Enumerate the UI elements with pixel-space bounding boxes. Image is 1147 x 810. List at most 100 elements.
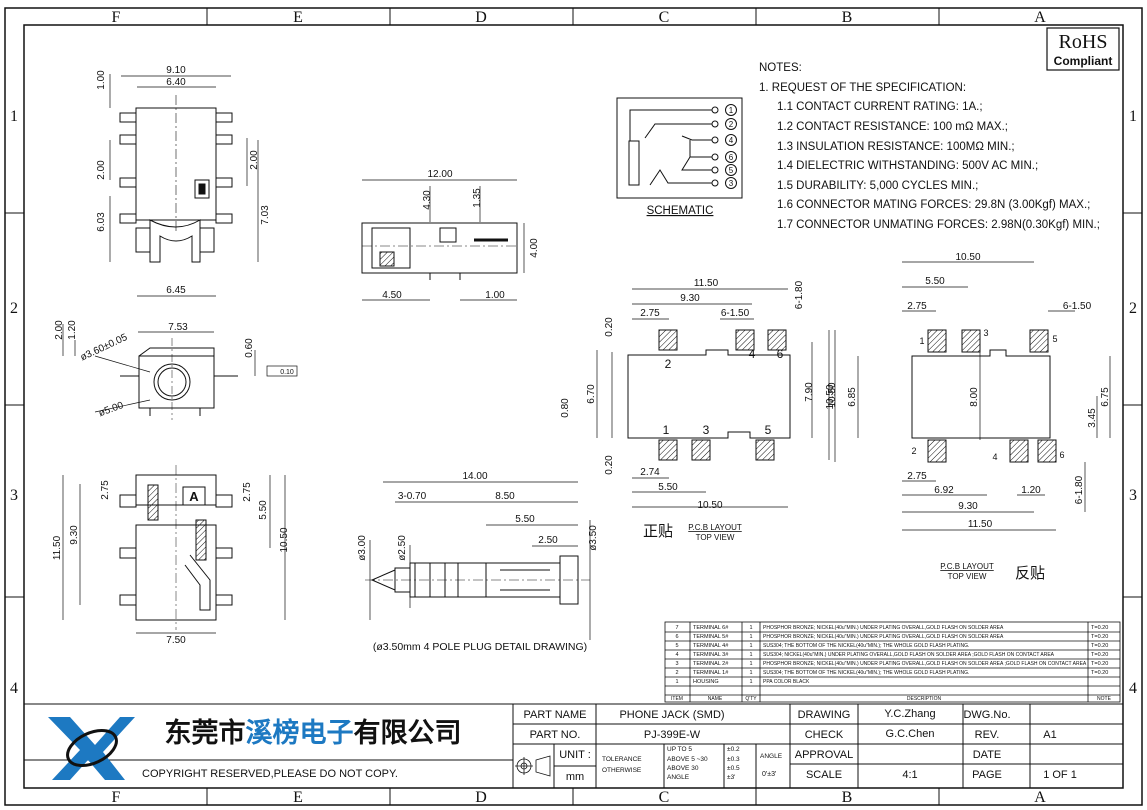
col-label-bottom: E: [293, 789, 303, 806]
schematic-pin: 5: [729, 166, 734, 175]
otherwise-label: OTHERWISE: [602, 767, 642, 774]
dim-label: 0.20: [604, 317, 615, 337]
dim-label: 6.45: [166, 285, 186, 296]
row-label-right: 3: [1129, 487, 1137, 504]
pcb-front-title: P.C.B LAYOUT: [688, 523, 742, 532]
bom-cell: SUS304; THE BOTTOM OF THE NICKEL(40u"MIN…: [763, 670, 969, 676]
bom-table: [664, 621, 1121, 703]
front-view-dim-lines: [62, 324, 298, 413]
dim-label: 8.50: [495, 491, 515, 502]
dim-label: ø2.50: [397, 535, 408, 561]
dim-label: 2.75: [242, 482, 253, 502]
schematic-label: SCHEMATIC: [647, 205, 714, 217]
dim-label: 10.50: [697, 500, 722, 511]
page-value: 1 OF 1: [1043, 769, 1077, 781]
tolerance-range: ANGLE: [667, 774, 690, 781]
bom-cell: TERMINAL 6#: [693, 625, 729, 631]
plug-caption: (ø3.50mm 4 POLE PLUG DETAIL DRAWING): [373, 641, 587, 653]
col-label-top: C: [659, 9, 670, 26]
dim-label: 5.50: [658, 482, 678, 493]
pcb-back-pads: 1 3 5 2 4 6: [911, 328, 1064, 462]
dim-label: 9.30: [958, 501, 978, 512]
bom-cell: T=0.20: [1091, 670, 1108, 676]
schematic: [616, 97, 743, 199]
col-label-bottom: C: [659, 789, 670, 806]
dim-label: 1.20: [67, 320, 78, 340]
bom-rows: 7 TERMINAL 6# 1 PHOSPHOR BRONZE; NICKEL(40u…: [671, 625, 1112, 702]
pad-label: 4: [749, 347, 756, 361]
bottom-view-dims: 2.75 2.75 5.50 11.50 9.30 10.50 7.50: [52, 480, 290, 646]
bom-cell: SUS304; THE BOTTOM OF THE NICKEL(40u"MIN…: [763, 643, 969, 649]
side-view-dim-lines: [362, 179, 525, 301]
bottom-view: [119, 465, 233, 630]
bom-cell: PHOSPHOR BRONZE; NICKEL(40u"MIN.) UNDER …: [763, 625, 1004, 631]
dim-label: 2.75: [100, 480, 111, 500]
dim-label: 9.30: [680, 293, 700, 304]
bom-header: NAME: [708, 696, 723, 702]
dim-label: 11.50: [52, 535, 63, 560]
dim-label: 6.75: [1100, 387, 1111, 407]
dim-label: 1.35: [472, 188, 483, 208]
bom-cell: T=0.20: [1091, 625, 1108, 631]
bom-cell: T=0.20: [1091, 652, 1108, 658]
approval-label: APPROVAL: [795, 749, 854, 761]
bom-header: ITEM: [671, 696, 683, 702]
schematic-pin: 2: [729, 120, 734, 129]
col-label-bottom: A: [1034, 789, 1046, 806]
note-item: 1.1 CONTACT CURRENT RATING: 1A.;: [777, 101, 983, 113]
rohs-subtitle: Compliant: [1054, 54, 1113, 68]
note-item: 1.4 DIELECTRIC WITHSTANDING: 500V AC MIN…: [777, 160, 1038, 172]
notes-block: NOTES: 1. REQUEST OF THE SPECIFICATION: …: [759, 62, 1100, 231]
plug-drawing: [365, 555, 590, 605]
plug-dims: 14.00 3-0.70 8.50 5.50 2.50 ø3.00 ø2.50 …: [357, 471, 599, 561]
note-item: 1.6 CONNECTOR MATING FORCES: 29.8N (3.00…: [777, 199, 1090, 211]
tolerance-range: ABOVE 30: [667, 765, 699, 772]
pad-label: 1: [919, 336, 924, 346]
pad-label: 3: [703, 423, 710, 437]
bom-cell: SUS304; NICKEL(40u"MIN.) UNDER PLATING O…: [763, 652, 1055, 658]
col-label-top: A: [1034, 9, 1046, 26]
tolerance-value: ±0.5: [727, 765, 740, 772]
top-view-dims: 9.10 6.40 1.00 2.00 6.03 2.00 7.03 6.45: [96, 65, 271, 296]
pad-label: 4: [992, 452, 997, 462]
side-view-dims: 12.00 4.30 1.35 4.00 4.50 1.00: [382, 169, 540, 301]
dim-label: 6.70: [586, 384, 597, 404]
pad-label: 6: [1059, 450, 1064, 460]
tolerance-value: ±3': [727, 774, 735, 781]
dim-label: 4.00: [529, 238, 540, 258]
dim-label: 5.50: [925, 276, 945, 287]
bom-cell: 1: [749, 661, 752, 667]
scale-label: SCALE: [806, 769, 842, 781]
dim-label: 2.75: [640, 308, 660, 319]
front-view: [120, 338, 238, 420]
col-label-top: E: [293, 9, 303, 26]
pad-label: 2: [665, 357, 672, 371]
col-label-top: D: [475, 9, 487, 26]
dim-label: 5.50: [515, 514, 535, 525]
bom-cell: TERMINAL 3#: [693, 652, 729, 658]
schematic-pin: 4: [729, 136, 734, 145]
dim-label: 8.00: [969, 387, 980, 407]
bom-cell: 1: [749, 670, 752, 676]
pcb-back-title: P.C.B LAYOUT: [940, 562, 994, 571]
row-label-left: 3: [10, 487, 18, 504]
tolerance-value: ±0.2: [727, 746, 740, 753]
dim-label: 2.74: [640, 467, 660, 478]
bom-cell: 1: [749, 652, 752, 658]
pcb-back-subtitle: TOP VIEW: [948, 572, 987, 581]
pad-label: 5: [765, 423, 772, 437]
tolerance-range: ABOVE 5 ~30: [667, 756, 708, 763]
projection-symbol-icon: [515, 755, 551, 777]
dim-label: 2.50: [538, 535, 558, 546]
row-label-left: 1: [10, 108, 18, 125]
schematic-pin: 3: [729, 179, 734, 188]
bom-cell: 7: [675, 625, 678, 631]
dim-label: ø3.00: [357, 535, 368, 561]
dim-label: 2.00: [54, 320, 65, 340]
dim-label: 1.20: [1021, 485, 1041, 496]
pcb-back-title-cn: 反贴: [1015, 564, 1045, 582]
bom-cell: TERMINAL 1#: [693, 670, 729, 676]
col-label-bottom: F: [112, 789, 121, 806]
bottom-view-dim-lines: [62, 475, 286, 634]
